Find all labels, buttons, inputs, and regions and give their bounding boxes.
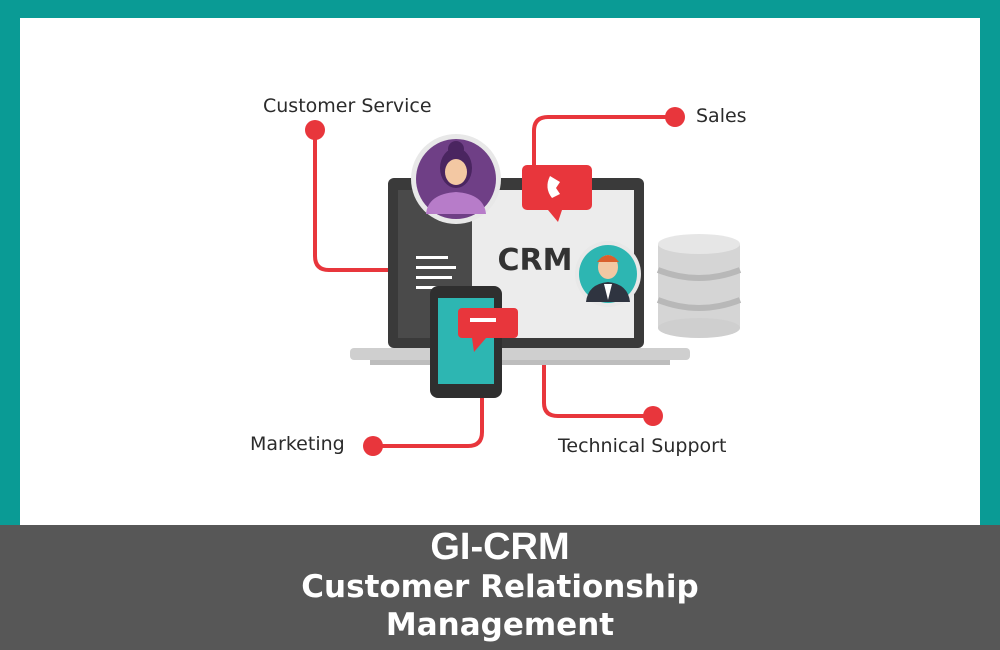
label-technical-support: Technical Support <box>557 435 726 457</box>
banner-subtitle-line2: Management <box>385 607 615 643</box>
phone-chat-bubble-icon <box>522 165 592 222</box>
crm-diagram: CRM <box>250 95 747 457</box>
crm-center-label: CRM <box>498 243 573 278</box>
smartphone-icon <box>430 286 502 398</box>
banner-title: GI-CRM <box>430 526 570 568</box>
message-bubble-icon <box>458 308 518 352</box>
label-sales: Sales <box>696 105 747 127</box>
dot-technical-support <box>643 406 663 426</box>
connector-customer-service <box>313 128 390 272</box>
database-icon <box>656 234 742 338</box>
title-banner: GI-CRM Customer Relationship Management <box>0 525 1000 650</box>
dot-customer-service <box>305 120 325 140</box>
dot-sales <box>665 107 685 127</box>
man-avatar-icon <box>575 241 641 307</box>
connector-marketing <box>371 396 484 448</box>
label-marketing: Marketing <box>250 433 345 455</box>
dot-marketing <box>363 436 383 456</box>
connector-technical-support <box>542 358 655 418</box>
diagram-card: CRM <box>20 18 980 525</box>
connector-sales <box>532 115 677 172</box>
label-customer-service: Customer Service <box>263 95 432 117</box>
woman-avatar-icon <box>411 134 501 224</box>
banner-subtitle-line1: Customer Relationship <box>301 569 699 605</box>
